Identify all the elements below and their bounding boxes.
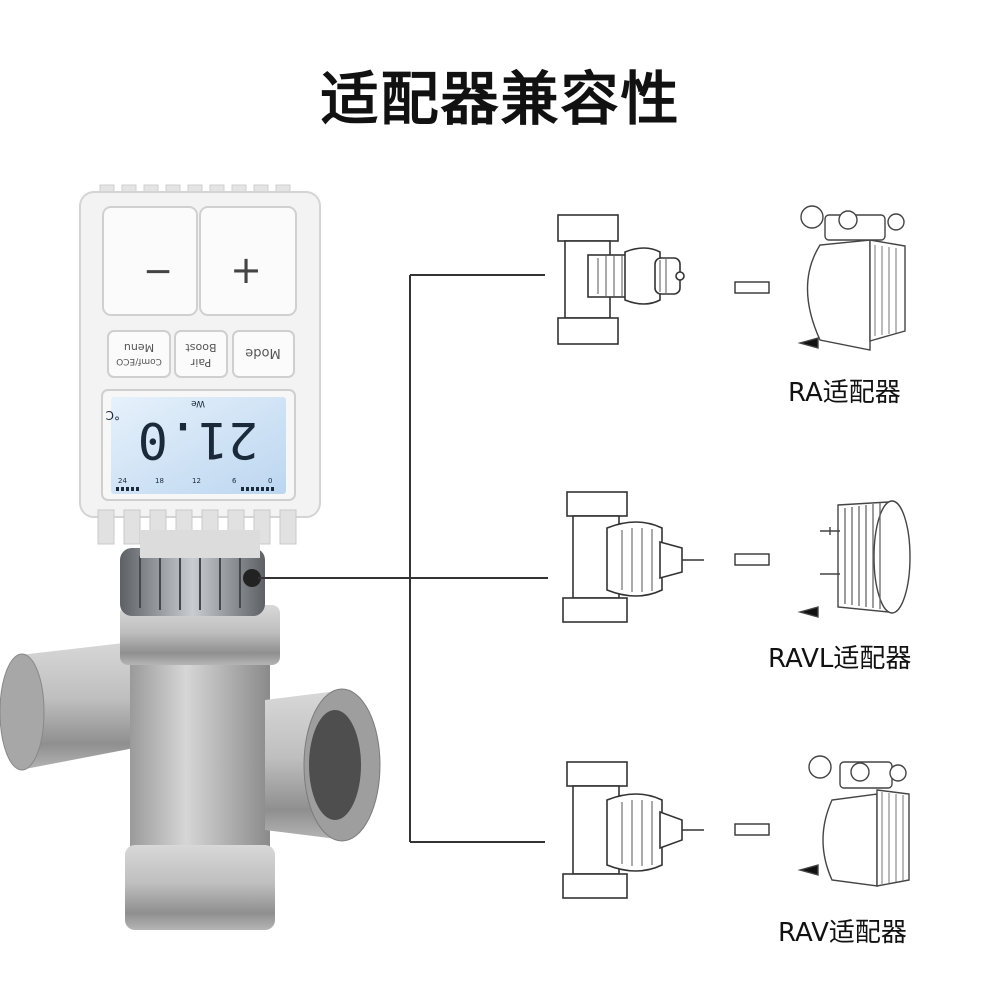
scale-label: 18 <box>155 477 164 485</box>
scale-label: 6 <box>232 477 237 485</box>
scale-label: 12 <box>192 477 201 485</box>
boost-label: Boost <box>185 341 217 354</box>
arrow-ravl <box>734 553 770 566</box>
rav-adapter-label: RAV适配器 <box>778 918 907 948</box>
minus-label: − <box>143 251 173 292</box>
mode-button[interactable]: Mode <box>232 330 295 378</box>
thermostat-ring <box>120 548 265 616</box>
lcd-unit: °C <box>106 408 120 422</box>
connector-lines <box>258 274 548 843</box>
valve-body <box>0 605 381 930</box>
lcd-temperature: 21.0 <box>138 411 258 469</box>
ravl-adapter-label: RAVL适配器 <box>768 644 912 674</box>
page-title: 适配器兼容性 <box>320 65 681 133</box>
valve-diagram-ra <box>557 214 685 345</box>
plus-label: + <box>230 248 262 292</box>
menu-button[interactable]: Comf/ECO Menu <box>107 330 171 378</box>
ra-adapter-label: RA适配器 <box>788 378 901 408</box>
connection-dot <box>243 569 261 587</box>
arrow-ra <box>734 281 770 294</box>
menu-label-2: Menu <box>124 341 154 354</box>
lcd-scale: 24 18 12 6 0 <box>116 477 274 491</box>
scale-label: 0 <box>268 477 272 485</box>
lcd-indicator: We <box>191 398 205 408</box>
menu-label-1: Comf/ECO <box>116 356 162 366</box>
valve-diagram-rav <box>562 761 704 899</box>
plus-button[interactable]: + <box>199 206 297 316</box>
scale-label: 24 <box>118 477 127 485</box>
valve-diagram-ravl <box>562 491 704 623</box>
pair-boost-button[interactable]: Pair Boost <box>174 330 228 378</box>
mode-label: Mode <box>245 345 280 360</box>
ravl-adapter-icon <box>797 500 911 618</box>
ra-adapter-icon <box>797 205 906 351</box>
arrow-rav <box>734 823 770 836</box>
rav-adapter-icon <box>797 755 910 887</box>
pair-label: Pair <box>190 356 211 369</box>
minus-button[interactable]: − <box>102 206 198 316</box>
lcd-display: 21.0 °C We 24 18 12 6 0 <box>101 389 296 501</box>
